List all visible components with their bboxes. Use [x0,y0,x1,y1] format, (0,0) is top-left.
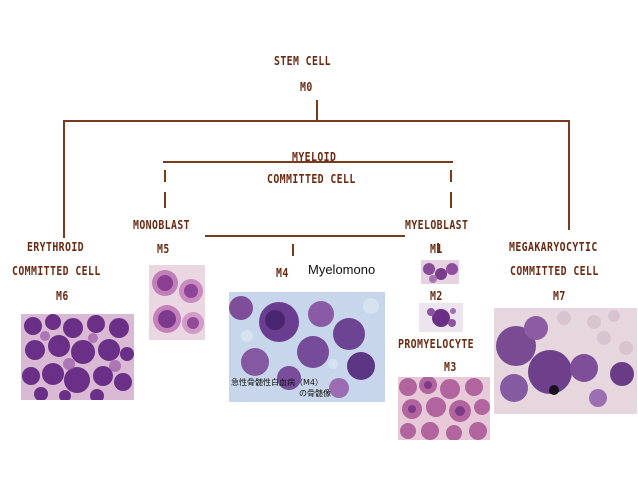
top-horizontal-line [63,120,570,122]
m1-tick [437,243,439,253]
m3-label: M3 [444,360,457,374]
erythroid-label: ERYTHROID [27,240,85,254]
myeloid-right-vertical [450,192,452,208]
m3-micrograph-image [398,377,490,440]
stem-cell-label: STEM CELL [274,54,332,68]
myeloid-label: MYELOID [292,150,337,164]
m0-label: M0 [300,80,313,94]
megakaryocytic-label: MEGAKARYOCYTIC [509,240,598,254]
m4-image-caption-line2: の骨髄像 [299,389,331,398]
monoblast-label: MONOBLAST [133,218,191,232]
m5-label: M5 [157,242,170,256]
m4-label: M4 [276,266,289,280]
m2-label: M2 [430,289,443,303]
myeloid-left-tick [164,170,166,182]
erythroid-vertical-line [63,120,65,238]
myeloblast-label: MYELOBLAST [405,218,469,232]
m4-tick [292,244,294,256]
myeloid-horizontal-line [163,161,453,163]
m7-label: M7 [553,289,566,303]
m4-micrograph-image: 急性骨髄性白血病（M4） の骨髄像 [229,292,385,402]
promyelocyte-label: PROMYELOCYTE [398,337,475,351]
m1-label: M1 [430,242,443,256]
myeloid-right-tick [450,170,452,182]
m7-micrograph-image [494,308,637,414]
myelomono-caption: Myelomono [308,262,376,277]
megakaryocytic-committed-label: COMMITTED CELL [510,264,599,278]
myeloid-left-vertical [164,192,166,208]
m4-image-caption-line1: 急性骨髄性白血病（M4） [231,378,323,387]
monoblast-myeloblast-line [205,235,405,237]
megakaryocytic-vertical-line [568,120,570,230]
m6-micrograph-image [21,314,134,400]
m2-micrograph-image [419,303,463,332]
myeloid-committed-label: COMMITTED CELL [267,172,356,186]
erythroid-committed-label: COMMITTED CELL [12,264,101,278]
stem-vertical-line [316,100,318,120]
m6-label: M6 [56,289,69,303]
m1-micrograph-image [421,260,459,284]
m5-micrograph-image [149,265,205,340]
